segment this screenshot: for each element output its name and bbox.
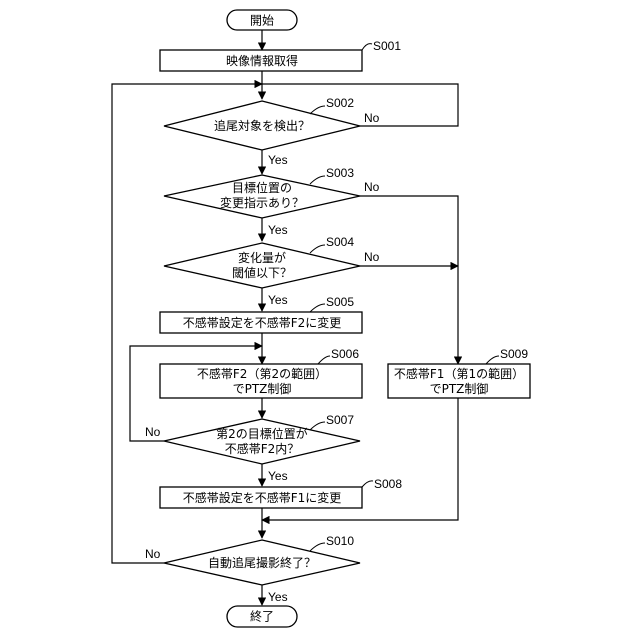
s010-yes-label: Yes [268, 590, 288, 604]
s006-step: S006 [331, 347, 359, 361]
s002-step: S002 [326, 96, 354, 110]
s010-no-label: No [145, 547, 161, 561]
s002-leader [310, 106, 325, 114]
s003-text-line2: 変更指示あり？ [220, 195, 304, 210]
s006-text-line1: 不感帯F2（第2の範囲） [197, 366, 327, 381]
s007-step: S007 [326, 413, 354, 427]
s007-yes-label: Yes [268, 469, 288, 483]
end-text: 終了 [250, 609, 274, 624]
start-text: 開始 [250, 14, 274, 28]
s004-no-label: No [364, 250, 380, 264]
s005-step: S005 [326, 295, 354, 309]
s004-step: S004 [326, 235, 354, 249]
s002-text: 追尾対象を検出？ [214, 118, 310, 133]
s010-leader [310, 543, 325, 551]
s003-yes-label: Yes [268, 223, 288, 237]
s008-text: 不感帯設定を不感帯F1に変更 [183, 490, 342, 505]
s009-leader [486, 356, 499, 364]
s001-text: 映像情報取得 [226, 53, 298, 68]
s002-no-label: No [364, 111, 380, 125]
s005-leader [310, 304, 325, 312]
s001-leader [362, 44, 372, 50]
arrow-s003-no-to-s009 [360, 196, 458, 364]
s009-text-line1: 不感帯F1（第1の範囲） [394, 366, 524, 381]
s004-text-line2: 閾値以下？ [232, 265, 292, 280]
s008-step: S008 [374, 477, 402, 491]
s003-step: S003 [326, 166, 354, 180]
s009-text-line2: でPTZ制御 [430, 381, 489, 396]
s006-text-line2: でPTZ制御 [233, 381, 292, 396]
s003-leader [310, 176, 325, 184]
s004-text-line1: 変化量が [238, 250, 286, 265]
s007-text-line1: 第2の目標位置が [216, 426, 308, 441]
s005-text: 不感帯設定を不感帯F2に変更 [183, 315, 342, 330]
s003-no-label: No [364, 180, 380, 194]
s002-yes-label: Yes [268, 153, 288, 167]
s007-leader [310, 422, 325, 430]
s008-leader [362, 481, 373, 487]
s003-text-line1: 目標位置の [232, 180, 292, 195]
s009-step: S009 [500, 347, 528, 361]
s001-step: S001 [373, 39, 401, 53]
s010-text: 自動追尾撮影終了？ [208, 555, 316, 570]
s007-no-label: No [145, 425, 161, 439]
s007-text-line2: 不感帯F2内？ [225, 441, 300, 456]
s010-step: S010 [326, 534, 354, 548]
s004-leader [310, 245, 325, 253]
s006-leader [318, 356, 330, 364]
s004-yes-label: Yes [268, 293, 288, 307]
